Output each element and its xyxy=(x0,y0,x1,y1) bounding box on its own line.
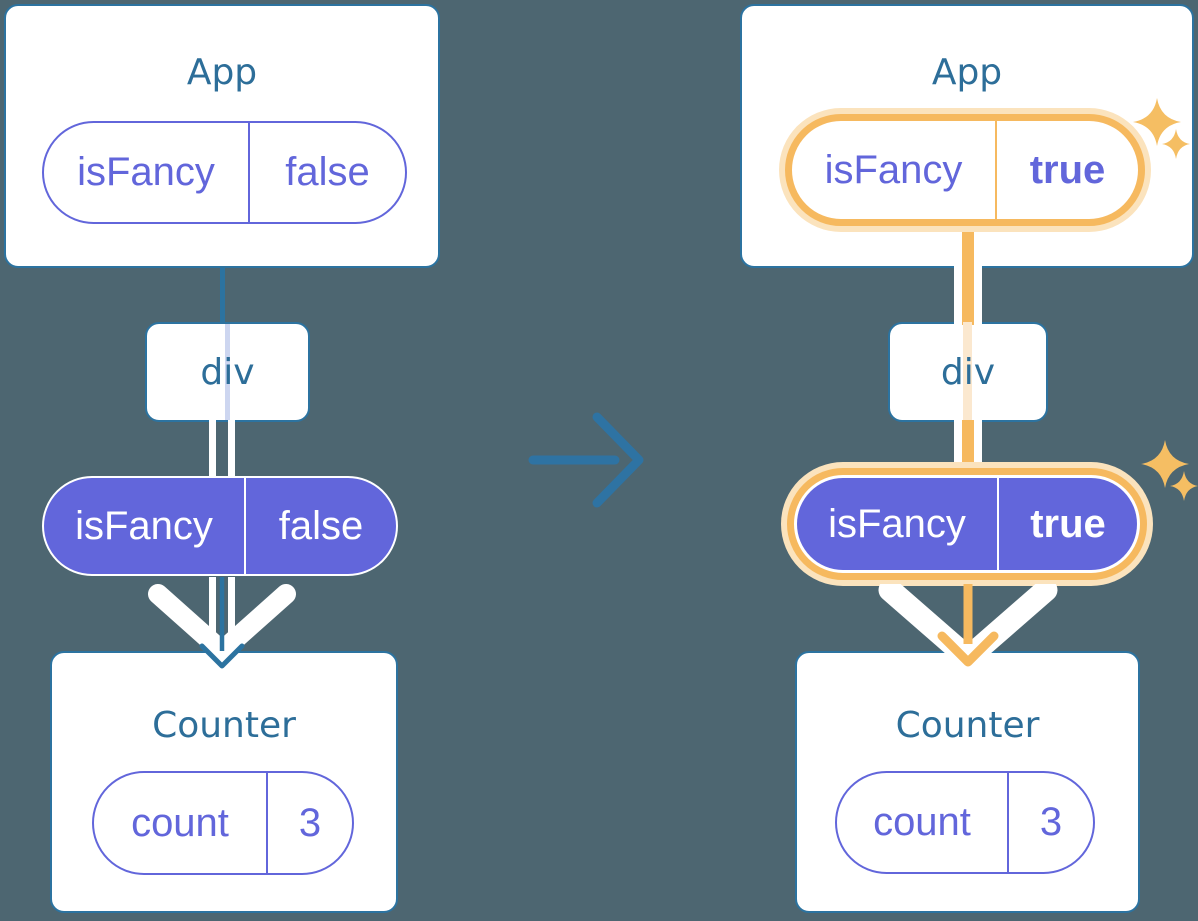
transition-arrow-icon xyxy=(528,412,644,508)
sparkle-icon xyxy=(1133,98,1190,159)
prop-value: false xyxy=(278,503,364,548)
pass-through-line xyxy=(963,322,972,422)
state-pill-count-before: count 3 xyxy=(92,771,354,875)
prop-name: isFancy xyxy=(797,478,999,570)
prop-pill-isfancy-before: isFancy false xyxy=(42,476,398,576)
component-title: div xyxy=(200,351,255,393)
state-pill-isfancy-before: isFancy false xyxy=(42,121,407,224)
pass-through-line xyxy=(225,324,230,420)
prop-flow-track xyxy=(209,420,235,478)
state-value: 3 xyxy=(1039,800,1063,844)
track-line xyxy=(954,420,962,462)
prop-pill-isfancy-after: isFancy true xyxy=(787,468,1147,580)
track-line xyxy=(974,420,982,462)
state-pill-count-after: count 3 xyxy=(835,771,1095,874)
state-value: 3 xyxy=(298,800,322,845)
prop-flow-track-highlighted xyxy=(954,232,982,325)
component-title: Counter xyxy=(152,705,296,746)
counter-component-card-after: Counter count 3 xyxy=(795,651,1140,913)
component-title: div xyxy=(940,351,996,393)
component-title: Counter xyxy=(895,705,1040,746)
track-line xyxy=(954,232,962,325)
state-value: false xyxy=(285,150,370,194)
prop-flow-track-highlighted xyxy=(954,420,982,462)
prop-name: isFancy xyxy=(44,478,246,574)
state-name: count xyxy=(837,773,1009,872)
down-arrow-icon xyxy=(148,577,296,669)
state-name: count xyxy=(94,773,268,873)
app-component-card-before: App isFancy false xyxy=(4,4,440,268)
track-line xyxy=(974,232,982,325)
state-value: true xyxy=(1029,147,1106,192)
prop-line xyxy=(962,232,974,325)
connector-line xyxy=(219,266,225,324)
state-name: isFancy xyxy=(792,121,997,219)
component-title: App xyxy=(186,52,258,93)
counter-component-card-before: Counter count 3 xyxy=(50,651,398,913)
component-title: App xyxy=(931,52,1003,93)
prop-line xyxy=(962,420,974,462)
down-arrow-icon xyxy=(878,584,1058,670)
prop-value: true xyxy=(1030,501,1106,546)
sparkle-icon xyxy=(1141,440,1198,501)
state-name: isFancy xyxy=(44,123,250,222)
div-component-card-before: div xyxy=(145,322,310,422)
state-pill-isfancy-after: isFancy true xyxy=(785,114,1145,226)
prop-pill-body: isFancy true xyxy=(797,478,1137,570)
